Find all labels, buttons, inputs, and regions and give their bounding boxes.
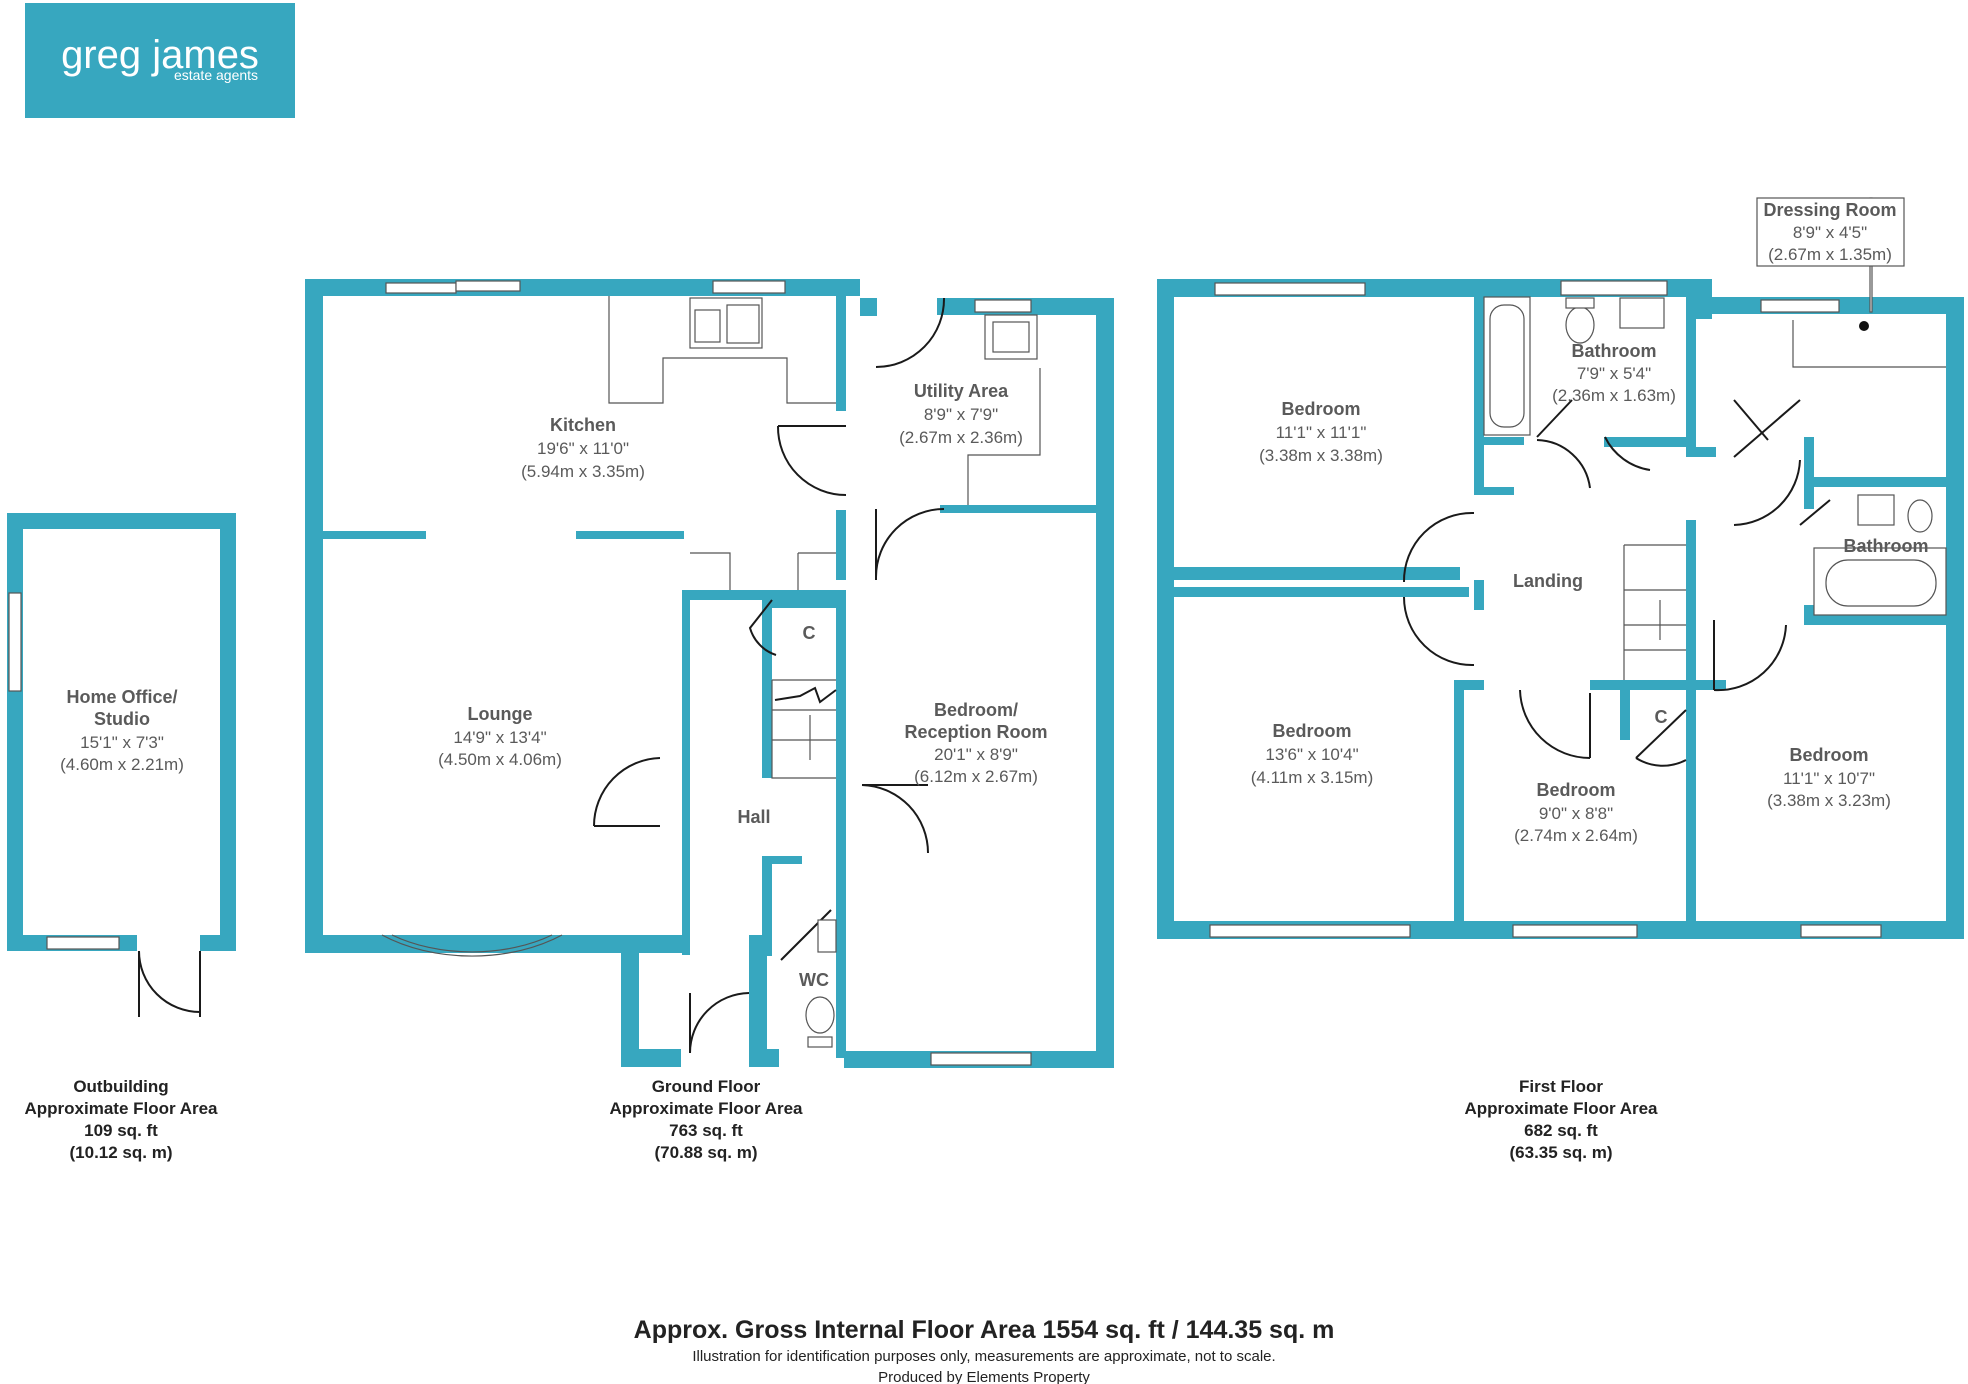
kitchen-imperial: 19'6" x 11'0" — [537, 439, 629, 458]
ground-floor-plan — [305, 279, 1114, 1068]
producer: Produced by Elements Property — [878, 1369, 1090, 1384]
caption-ground-floor: Ground Floor Approximate Floor Area 763 … — [609, 1077, 803, 1162]
outbuilding-caption-3: 109 sq. ft — [84, 1121, 158, 1140]
kitchen-name: Kitchen — [550, 415, 616, 435]
bathroom-1-imperial: 7'9" x 5'4" — [1577, 364, 1651, 383]
wc-label: WC — [799, 970, 829, 990]
home-office-name-1: Home Office/ — [66, 687, 177, 707]
bathroom-1-name: Bathroom — [1572, 341, 1657, 361]
total-area: Approx. Gross Internal Floor Area 1554 s… — [634, 1316, 1335, 1344]
dressing-room-callout — [1756, 197, 1905, 267]
first-floor-plan — [1157, 197, 1964, 939]
bedroom-reception-name-2: Reception Room — [904, 722, 1047, 742]
ground-caption-2: Approximate Floor Area — [609, 1099, 803, 1118]
room-bedroom-2: Bedroom 13'6" x 10'4" (4.11m x 3.15m) — [1251, 721, 1374, 787]
hall-label: Hall — [737, 807, 770, 827]
logo: greg james estate agents — [25, 3, 295, 118]
lounge-name: Lounge — [468, 704, 533, 724]
room-bathroom-1: Bathroom 7'9" x 5'4" (2.36m x 1.63m) — [1552, 341, 1676, 405]
outbuilding-caption-2: Approximate Floor Area — [24, 1099, 218, 1118]
outbuilding-plan — [7, 513, 236, 1017]
landing-label: Landing — [1513, 571, 1583, 591]
ground-caption-4: (70.88 sq. m) — [655, 1143, 758, 1162]
utility-name: Utility Area — [914, 381, 1009, 401]
cupboard-first-label: C — [1655, 707, 1668, 727]
footer: Approx. Gross Internal Floor Area 1554 s… — [634, 1316, 1335, 1384]
first-caption-2: Approximate Floor Area — [1464, 1099, 1658, 1118]
room-bedroom-1: Bedroom 11'1" x 11'1" (3.38m x 3.38m) — [1259, 399, 1383, 465]
kitchen-metric: (5.94m x 3.35m) — [521, 462, 645, 481]
room-bedroom-3: Bedroom 9'0" x 8'8" (2.74m x 2.64m) — [1514, 780, 1638, 845]
bedroom-4-metric: (3.38m x 3.23m) — [1767, 791, 1891, 810]
dressing-room-metric: (2.67m x 1.35m) — [1768, 245, 1892, 264]
lounge-metric: (4.50m x 4.06m) — [438, 750, 562, 769]
room-lounge: Lounge 14'9" x 13'4" (4.50m x 4.06m) — [438, 704, 562, 769]
disclaimer: Illustration for identification purposes… — [692, 1348, 1275, 1365]
ground-caption-3: 763 sq. ft — [669, 1121, 743, 1140]
bedroom-reception-name-1: Bedroom/ — [934, 700, 1018, 720]
first-caption-1: First Floor — [1519, 1077, 1603, 1096]
utility-imperial: 8'9" x 7'9" — [924, 405, 998, 424]
caption-outbuilding: Outbuilding Approximate Floor Area 109 s… — [24, 1077, 218, 1162]
bedroom-reception-imperial: 20'1" x 8'9" — [934, 745, 1018, 764]
bathroom-2-label: Bathroom — [1844, 536, 1929, 556]
bedroom-3-metric: (2.74m x 2.64m) — [1514, 826, 1638, 845]
outbuilding-caption-4: (10.12 sq. m) — [70, 1143, 173, 1162]
room-utility: Utility Area 8'9" x 7'9" (2.67m x 2.36m) — [899, 381, 1023, 447]
first-caption-4: (63.35 sq. m) — [1510, 1143, 1613, 1162]
home-office-imperial: 15'1" x 7'3" — [80, 733, 164, 752]
bedroom-3-imperial: 9'0" x 8'8" — [1539, 804, 1613, 823]
room-dressing-room: Dressing Room 8'9" x 4'5" (2.67m x 1.35m… — [1763, 200, 1896, 264]
caption-first-floor: First Floor Approximate Floor Area 682 s… — [1464, 1077, 1658, 1162]
dressing-room-marker — [1859, 321, 1869, 331]
bathroom-1-metric: (2.36m x 1.63m) — [1552, 386, 1676, 405]
logo-tagline: estate agents — [174, 67, 258, 83]
bedroom-1-imperial: 11'1" x 11'1" — [1276, 423, 1367, 442]
bedroom-3-name: Bedroom — [1536, 780, 1615, 800]
room-bedroom-reception: Bedroom/ Reception Room 20'1" x 8'9" (6.… — [904, 700, 1047, 786]
ground-caption-1: Ground Floor — [652, 1077, 761, 1096]
bedroom-4-name: Bedroom — [1789, 745, 1868, 765]
outbuilding-caption-1: Outbuilding — [73, 1077, 168, 1096]
utility-metric: (2.67m x 2.36m) — [899, 428, 1023, 447]
home-office-name-2: Studio — [94, 709, 150, 729]
first-caption-3: 682 sq. ft — [1524, 1121, 1598, 1140]
dressing-room-imperial: 8'9" x 4'5" — [1793, 223, 1867, 242]
bedroom-2-metric: (4.11m x 3.15m) — [1251, 768, 1374, 787]
bedroom-reception-metric: (6.12m x 2.67m) — [914, 767, 1038, 786]
room-home-office: Home Office/ Studio 15'1" x 7'3" (4.60m … — [60, 687, 184, 774]
bedroom-2-name: Bedroom — [1272, 721, 1351, 741]
room-bedroom-4: Bedroom 11'1" x 10'7" (3.38m x 3.23m) — [1767, 745, 1891, 810]
dressing-room-name: Dressing Room — [1763, 200, 1896, 220]
bedroom-1-name: Bedroom — [1281, 399, 1360, 419]
home-office-metric: (4.60m x 2.21m) — [60, 755, 184, 774]
bedroom-1-metric: (3.38m x 3.38m) — [1259, 446, 1383, 465]
lounge-imperial: 14'9" x 13'4" — [453, 728, 546, 747]
bedroom-2-imperial: 13'6" x 10'4" — [1265, 745, 1358, 764]
logo-name: greg james — [61, 33, 259, 77]
cupboard-ground-label: C — [803, 623, 816, 643]
bedroom-4-imperial: 11'1" x 10'7" — [1783, 769, 1875, 788]
room-kitchen: Kitchen 19'6" x 11'0" (5.94m x 3.35m) — [521, 415, 645, 481]
